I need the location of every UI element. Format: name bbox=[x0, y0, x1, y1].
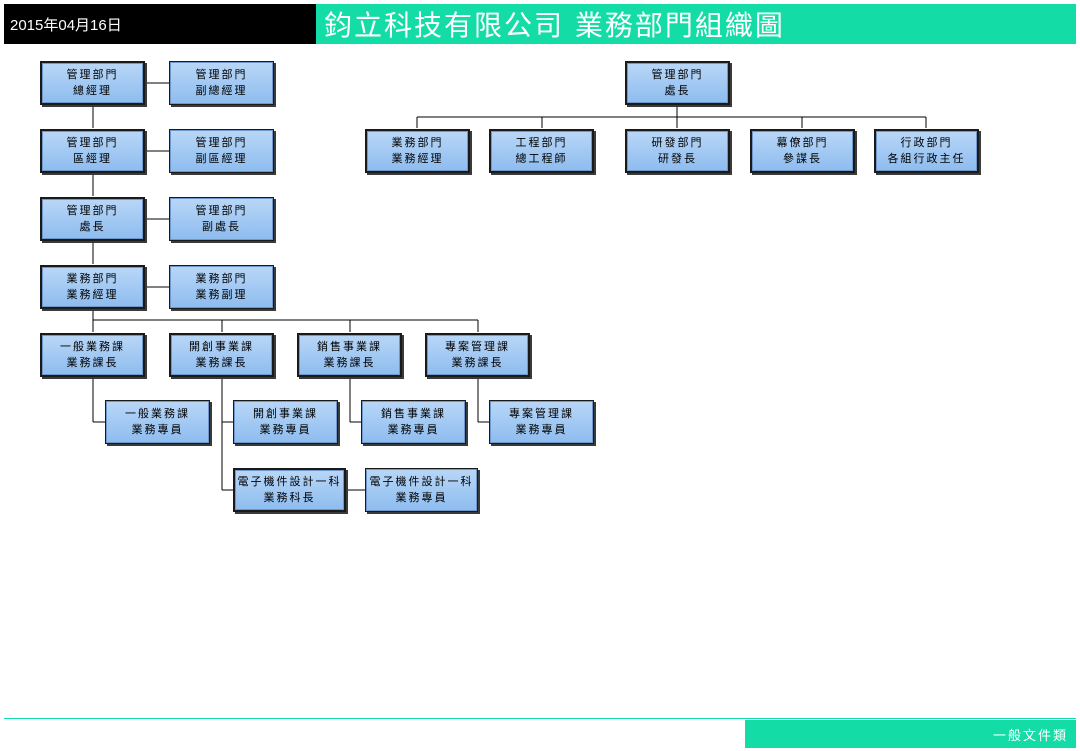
org-node-area-manager: 管理部門區經理 bbox=[40, 129, 145, 173]
footer-document-class: 一般文件類 bbox=[745, 720, 1076, 748]
page-title: 鈞立科技有限公司 業務部門組織圖 bbox=[316, 4, 1076, 44]
org-node-right-sales-manager: 業務部門業務經理 bbox=[365, 129, 470, 173]
org-node-deputy-director: 管理部門副處長 bbox=[169, 197, 274, 241]
header-date: 2015年04月16日 bbox=[4, 4, 316, 44]
org-node-section-general-sales: 一般業務課業務課長 bbox=[40, 333, 145, 377]
org-node-general-manager: 管理部門總經理 bbox=[40, 61, 145, 105]
org-node-section-new-business: 開創事業課業務課長 bbox=[169, 333, 274, 377]
org-node-staff-general-sales: 一般業務課業務專員 bbox=[105, 400, 210, 444]
org-node-electronics-section-chief: 電子機件設計一科業務科長 bbox=[233, 468, 346, 512]
org-node-right-admin-supervisor: 行政部門各組行政主任 bbox=[874, 129, 979, 173]
org-node-staff-project-management: 專案管理課業務專員 bbox=[489, 400, 594, 444]
org-node-right-chief-engineer: 工程部門總工程師 bbox=[489, 129, 594, 173]
org-node-deputy-general-manager: 管理部門副總經理 bbox=[169, 61, 274, 105]
org-node-electronics-staff: 電子機件設計一科業務專員 bbox=[365, 468, 478, 512]
footer-divider bbox=[4, 718, 1076, 719]
org-node-section-sales-business: 銷售事業課業務課長 bbox=[297, 333, 402, 377]
org-node-deputy-area-manager: 管理部門副區經理 bbox=[169, 129, 274, 173]
org-node-right-rd-chief: 研發部門研發長 bbox=[625, 129, 730, 173]
org-node-sales-deputy-manager: 業務部門業務副理 bbox=[169, 265, 274, 309]
org-node-right-director: 管理部門處長 bbox=[625, 61, 730, 105]
org-node-staff-new-business: 開創事業課業務專員 bbox=[233, 400, 338, 444]
org-node-right-chief-of-staff: 幕僚部門參謀長 bbox=[750, 129, 855, 173]
org-node-director: 管理部門處長 bbox=[40, 197, 145, 241]
org-node-staff-sales-business: 銷售事業課業務專員 bbox=[361, 400, 466, 444]
org-node-section-project-management: 專案管理課業務課長 bbox=[425, 333, 530, 377]
org-node-sales-manager: 業務部門業務經理 bbox=[40, 265, 145, 309]
